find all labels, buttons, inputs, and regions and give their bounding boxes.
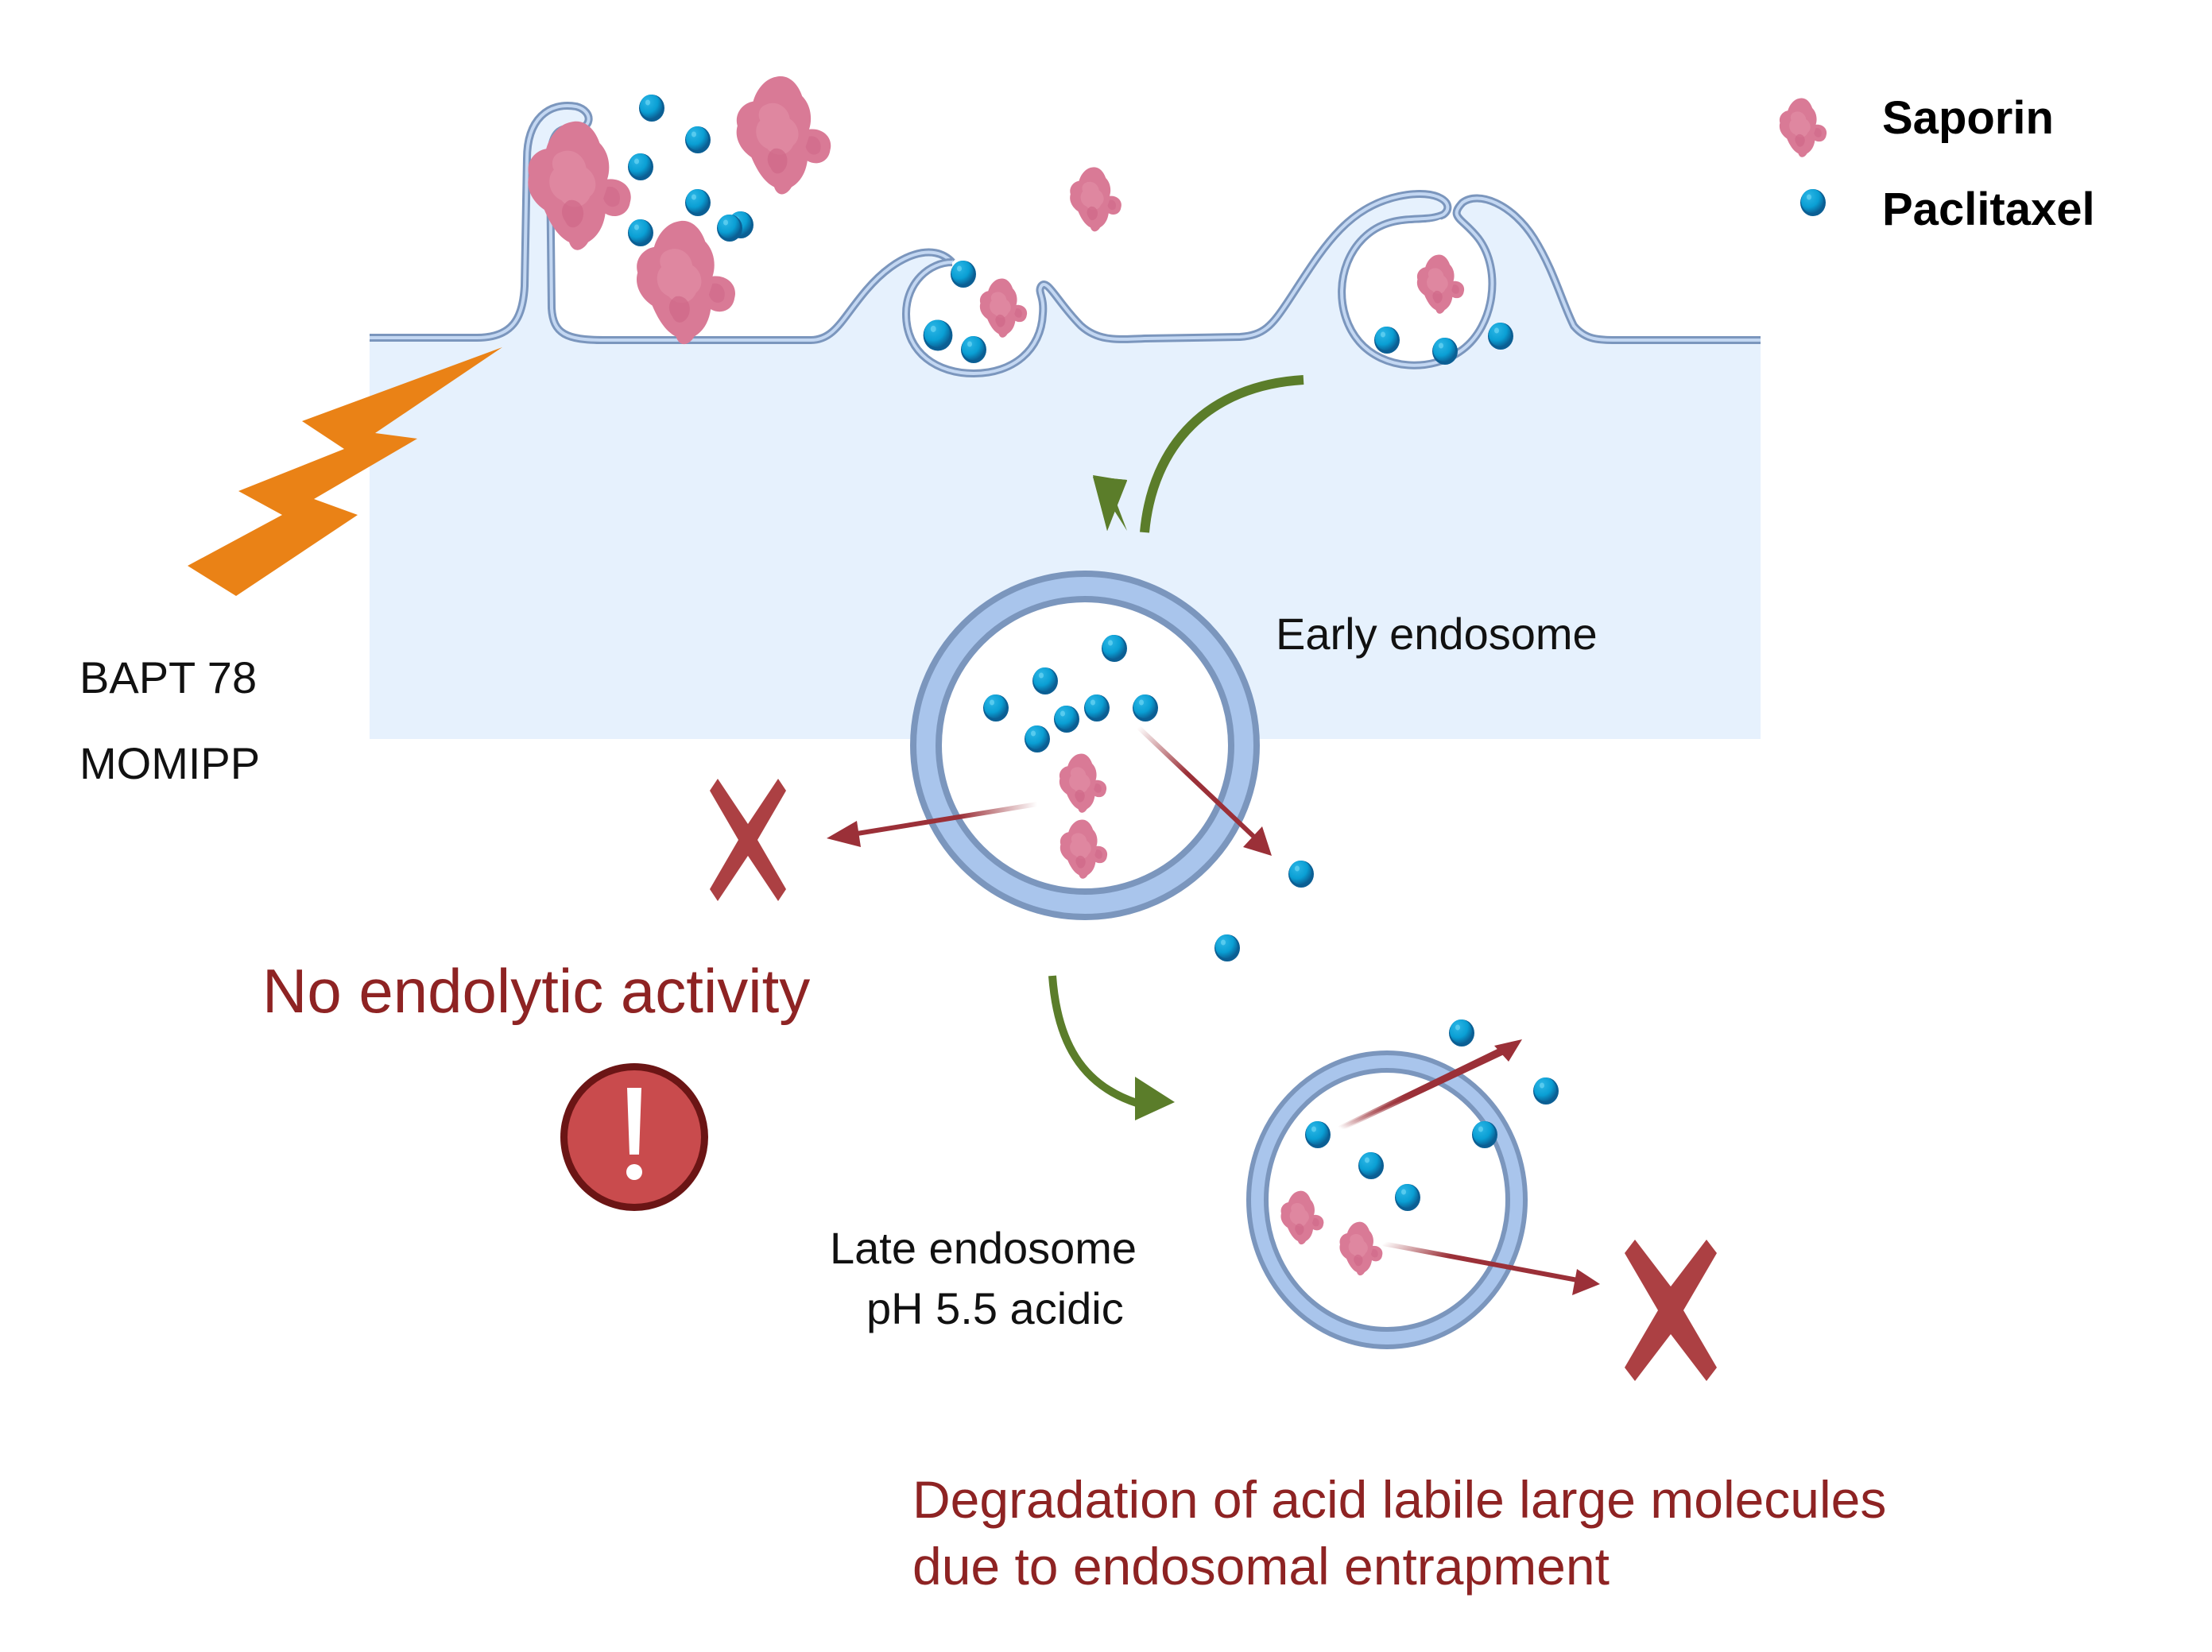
no-endolytic-activity-label: No endolytic activity <box>262 956 811 1026</box>
paclitaxel-molecule <box>717 215 742 242</box>
arrowhead <box>1243 826 1272 856</box>
arrowhead <box>1572 1269 1600 1295</box>
paclitaxel-molecule <box>639 95 664 122</box>
exclamation-alert-icon <box>560 1063 708 1211</box>
maturation-arrow <box>1048 975 1175 1120</box>
legend-label-saporin: Saporin <box>1882 92 2054 144</box>
paclitaxel-molecule <box>983 694 1009 722</box>
arrowhead <box>827 821 861 847</box>
paclitaxel-molecule <box>1305 1121 1331 1148</box>
paclitaxel-molecule <box>923 319 953 351</box>
paclitaxel-molecule <box>1472 1121 1497 1148</box>
internalization-arrow <box>1093 375 1304 533</box>
saporin-molecule <box>1070 167 1121 232</box>
saporin-molecule <box>736 76 831 195</box>
paclitaxel-molecule <box>628 153 653 180</box>
legend-label-paclitaxel: Paclitaxel <box>1882 184 2095 235</box>
x-mark-icon <box>710 779 786 901</box>
paclitaxel-molecule <box>1488 323 1513 350</box>
paclitaxel-molecule <box>1395 1184 1420 1211</box>
release-arrows-late <box>1338 1039 1600 1295</box>
legend-icons <box>1779 98 1827 216</box>
paclitaxel-molecule <box>1032 667 1058 694</box>
paclitaxel-molecule <box>1025 725 1050 752</box>
paclitaxel-molecule <box>1102 635 1127 662</box>
lightning-bolt-icon <box>188 347 502 596</box>
paclitaxel-molecule <box>1084 694 1110 722</box>
x-mark-icon <box>1625 1240 1717 1381</box>
saporin-protein-icon <box>1779 98 1827 157</box>
cytoplasm-fill <box>370 106 1761 740</box>
paclitaxel-molecule <box>1133 694 1158 722</box>
early-endosome-label: Early endosome <box>1276 609 1598 659</box>
paclitaxel-molecule <box>1533 1077 1559 1105</box>
cell-cytoplasm <box>370 106 1761 740</box>
closing-vesicle-interior <box>1347 219 1487 361</box>
paclitaxel-molecule <box>1374 327 1400 354</box>
paclitaxel-molecule <box>1432 338 1458 365</box>
late-endosome-ph-label: pH 5.5 acidic <box>866 1283 1124 1333</box>
degradation-caption: Degradation of acid labile large molecul… <box>912 1470 1887 1596</box>
paclitaxel-molecule <box>685 189 711 216</box>
paclitaxel-molecule <box>1214 934 1240 961</box>
paclitaxel-molecule <box>1288 861 1314 888</box>
paclitaxel-molecule <box>1449 1019 1474 1047</box>
late-endosome-label: Late endosome <box>830 1223 1137 1273</box>
paclitaxel-molecule <box>1054 706 1079 733</box>
arrowhead <box>1494 1039 1522 1062</box>
release-arrows-early <box>827 725 1272 856</box>
paclitaxel-molecule <box>1358 1152 1384 1179</box>
inhibitor-label-bapt78: BAPT 78 <box>79 652 258 702</box>
paclitaxel-molecule <box>951 261 976 288</box>
paclitaxel-molecule <box>628 219 653 246</box>
inhibitor-label-momipp: MOMIPP <box>79 738 261 788</box>
paclitaxel-molecule <box>685 126 711 153</box>
paclitaxel-sphere-icon <box>1800 189 1826 216</box>
paclitaxel-molecule <box>961 336 986 363</box>
early-endosome <box>910 571 1260 920</box>
